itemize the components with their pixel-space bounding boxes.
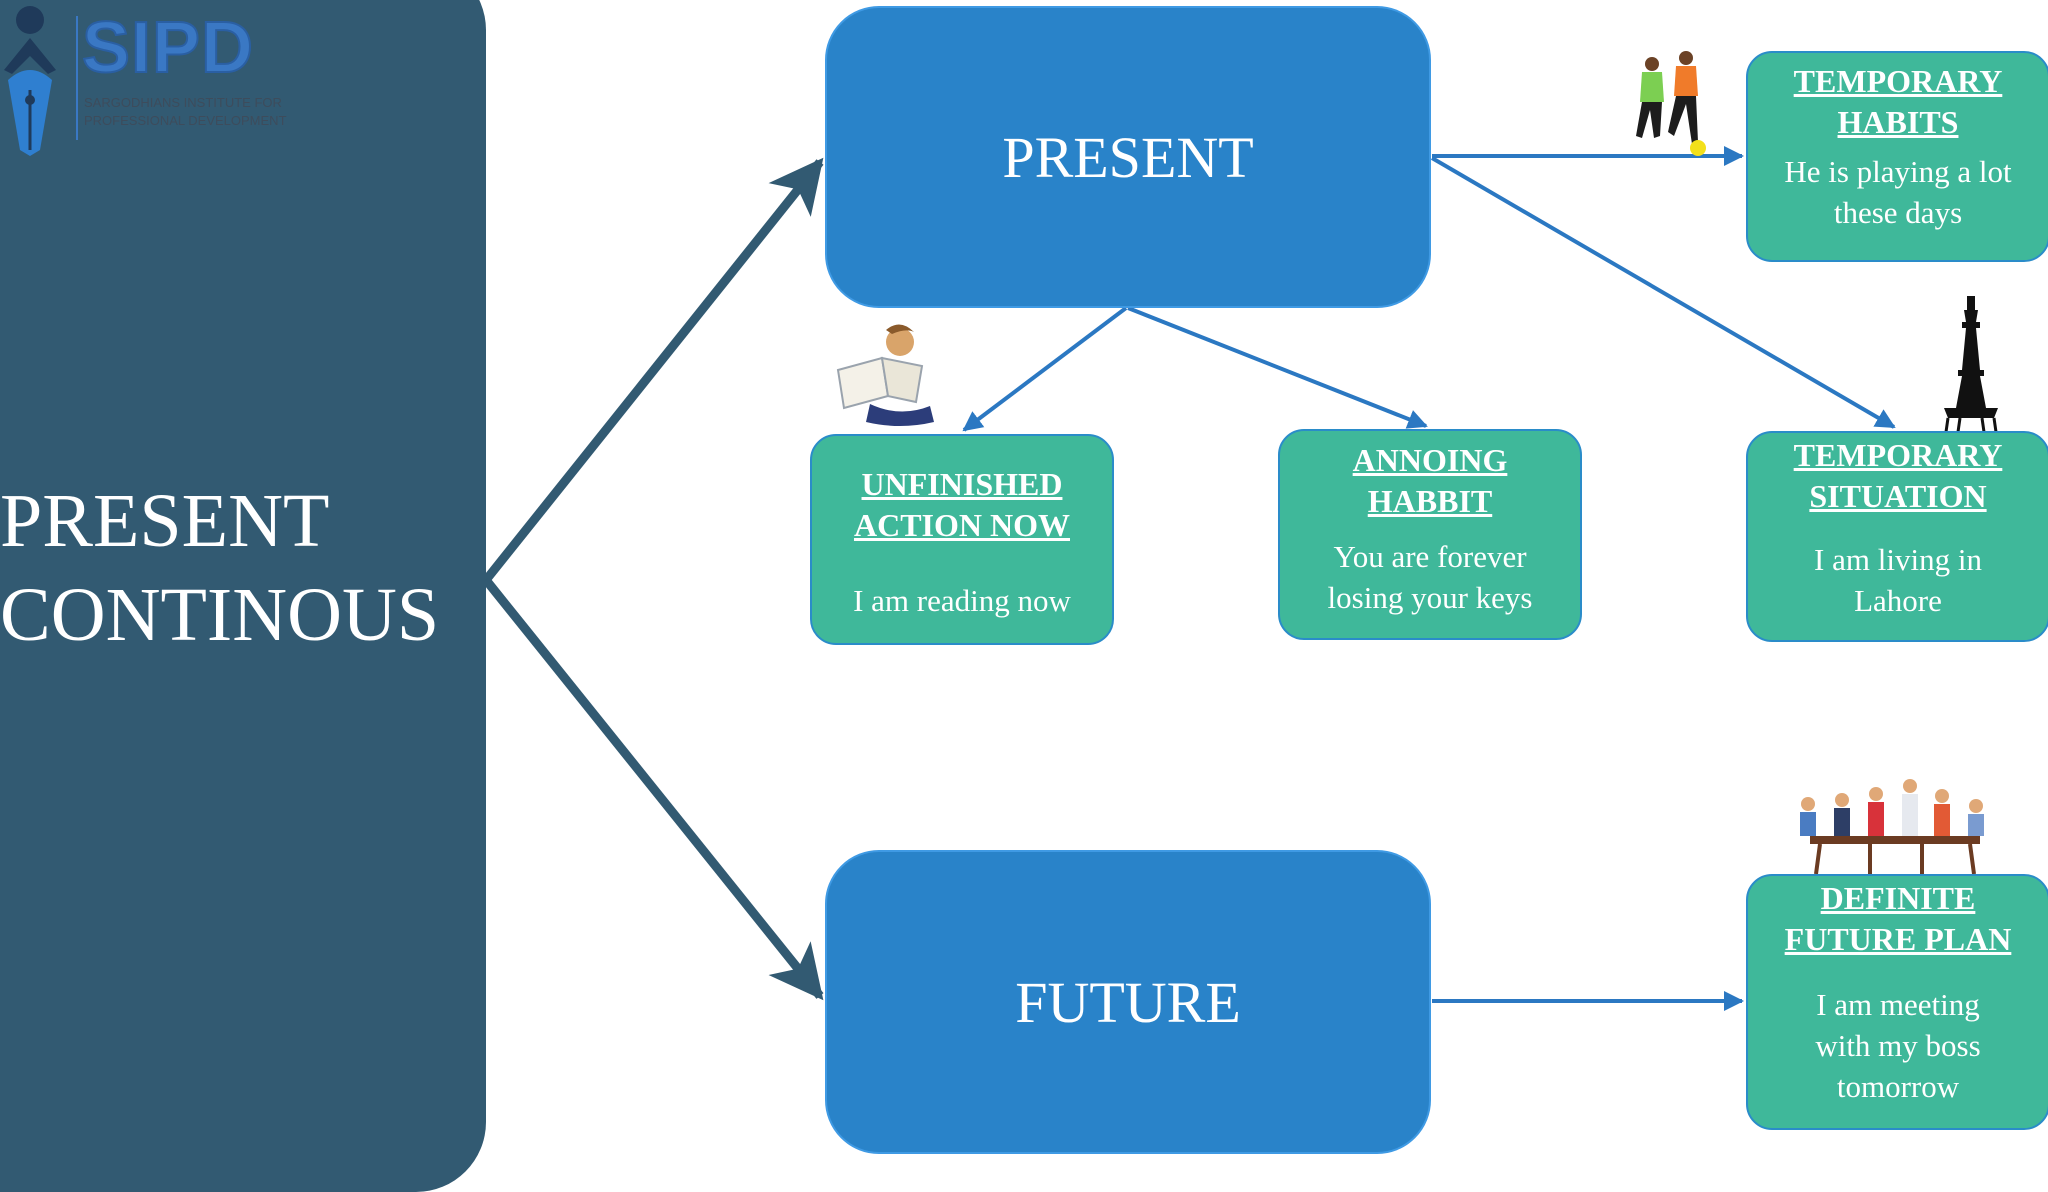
card-heading: ANNOING HABBIT xyxy=(1352,442,1508,519)
card-example: I am reading now xyxy=(853,583,1071,618)
arrow-to-future xyxy=(482,577,824,1001)
connector-lines xyxy=(482,146,1896,1011)
sipd-logo: SIPD Sargodhians Institute for Professio… xyxy=(0,0,320,160)
card-temporary-habits: TEMPORARY HABITS He is playing a lot the… xyxy=(1746,51,2048,262)
card-heading: TEMPORARY HABITS xyxy=(1793,63,2003,140)
card-example: I am meeting with my boss tomorrow xyxy=(1815,987,1981,1104)
card-unfinished-action: UNFINISHED ACTION NOW I am reading now xyxy=(810,434,1114,645)
logo-brand-name: SIPD xyxy=(81,8,255,88)
connector-present-annoying xyxy=(1127,306,1428,429)
left-title-panel xyxy=(0,0,486,1192)
card-temporary-situation: TEMPORARY SITUATION I am living in Lahor… xyxy=(1746,431,2048,642)
card-example: I am living in Lahore xyxy=(1814,542,1982,618)
logo-tagline: Sargodhians Institute for Professional D… xyxy=(84,95,287,128)
pen-nib-person-icon xyxy=(4,6,56,156)
card-example: He is playing a lot these days xyxy=(1784,154,2012,230)
connector-present-unfinished xyxy=(962,306,1128,432)
card-heading: UNFINISHED ACTION NOW xyxy=(853,466,1070,543)
card-heading: TEMPORARY SITUATION xyxy=(1793,437,2003,514)
football-players-icon xyxy=(1636,51,1706,156)
present-node: PRESENT xyxy=(825,6,1431,308)
future-node: FUTURE xyxy=(825,850,1431,1154)
main-title: PRESENT CONTINOUS xyxy=(0,479,440,657)
reading-child-icon xyxy=(836,324,934,426)
arrow-to-present xyxy=(482,157,824,583)
card-heading: DEFINITE FUTURE PLAN xyxy=(1784,880,2012,957)
card-definite-future-plan: DEFINITE FUTURE PLAN I am meeting with m… xyxy=(1746,874,2048,1130)
card-example: You are forever losing your keys xyxy=(1327,539,1533,615)
logo-divider xyxy=(76,16,78,140)
meeting-people-icon xyxy=(1800,779,1984,874)
connector-present-situation xyxy=(1430,156,1896,429)
card-annoying-habit: ANNOING HABBIT You are forever losing yo… xyxy=(1278,429,1582,640)
minar-tower-icon xyxy=(1944,296,1998,432)
